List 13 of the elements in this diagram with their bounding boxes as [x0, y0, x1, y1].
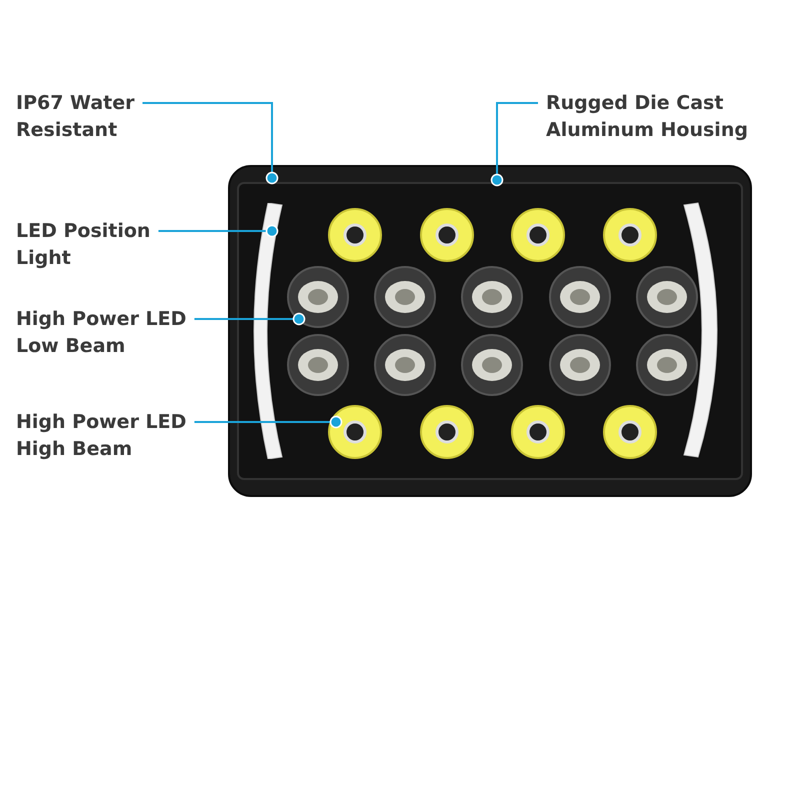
- leader-line: [142, 102, 278, 184]
- callout-label: LED Position Light: [16, 219, 152, 271]
- leader-line: [490, 102, 538, 186]
- callout-label: High Power LED High Beam: [16, 410, 188, 462]
- callout-label: IP67 Water Resistant: [16, 91, 136, 143]
- callout-label: High Power LED Low Beam: [16, 307, 188, 359]
- callout-label: Rugged Die Cast Aluminum Housing: [546, 91, 749, 143]
- headlight-housing: [228, 165, 752, 497]
- leader-line: [194, 416, 342, 428]
- high-beam-led: [327, 404, 383, 460]
- leader-line: [194, 312, 306, 326]
- leader-line: [158, 224, 278, 238]
- low-beam-led: [286, 265, 350, 329]
